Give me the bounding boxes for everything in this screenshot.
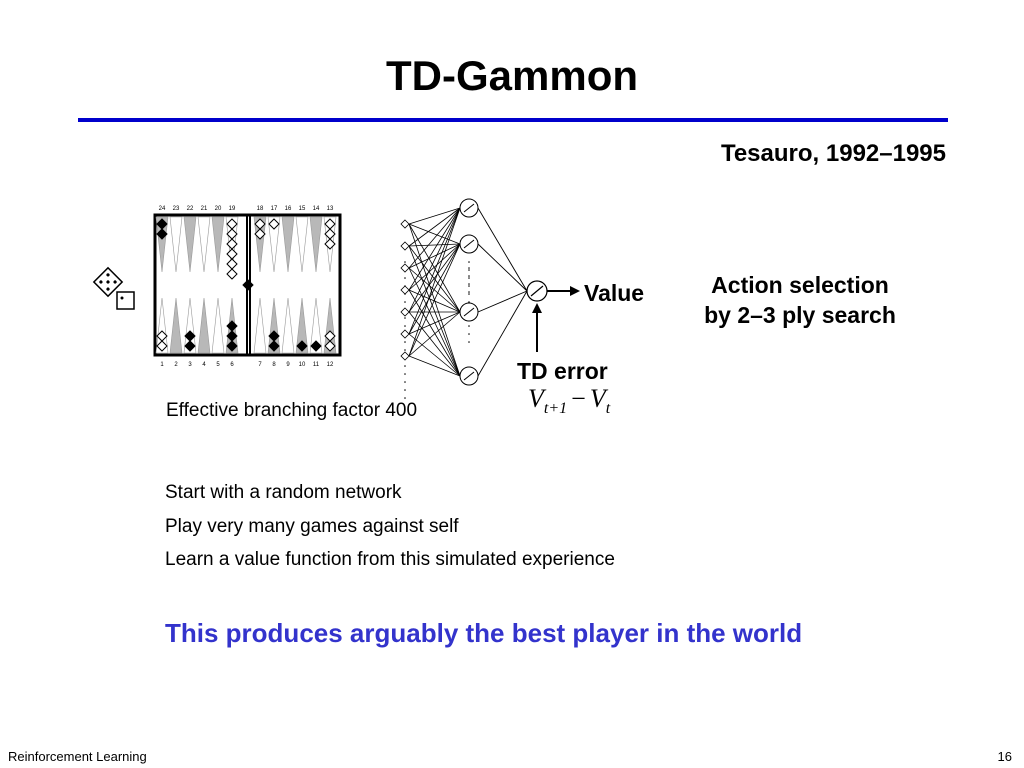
checker: [156, 228, 168, 240]
bullet-item: Start with a random network: [165, 482, 402, 503]
board-point-label: 19: [229, 206, 236, 212]
board-point-label: 2: [174, 362, 178, 368]
input-node: [400, 219, 410, 229]
board-point-label: 15: [299, 206, 306, 212]
value-label: Value: [584, 280, 645, 306]
checker: [310, 340, 322, 352]
checker: [184, 340, 196, 352]
citation: Tesauro, 1992–1995: [720, 140, 946, 167]
td-error-label: TD error: [517, 358, 608, 384]
board-point-label: 13: [327, 206, 334, 212]
board-point-label: 6: [230, 362, 234, 368]
board-point-label: 9: [286, 362, 290, 368]
board-point-label: 1: [160, 362, 164, 368]
board-point-label: 3: [188, 362, 192, 368]
checker: [156, 330, 168, 342]
checker: [268, 340, 280, 352]
checker: [226, 268, 238, 280]
board-point-label: 17: [271, 206, 278, 212]
checker: [226, 340, 238, 352]
board-point-label: 22: [187, 206, 194, 212]
hidden-node: [459, 234, 479, 254]
checker: [268, 218, 280, 230]
board-point-label: 4: [202, 362, 206, 368]
page-number: 16: [997, 749, 1012, 764]
action-selection-note: Action selection by 2–3 ply search: [704, 272, 896, 328]
checker: [268, 330, 280, 342]
checker: [324, 330, 336, 342]
board-point-label: 23: [173, 206, 180, 212]
board-point-label: 7: [258, 362, 262, 368]
slide-title: TD-Gammon: [386, 52, 638, 99]
branching-factor-caption: Effective branching factor 400: [166, 400, 418, 421]
checker: [184, 330, 196, 342]
board-point-label: 10: [299, 362, 306, 368]
board-point-label: 12: [327, 362, 334, 368]
checker: [296, 340, 308, 352]
output-node: [526, 280, 548, 302]
bullet-item: Play very many games against self: [165, 516, 459, 537]
dice-icon: [92, 266, 135, 310]
board-point-label: 21: [201, 206, 208, 212]
input-node: [400, 351, 410, 361]
neural-network: [400, 198, 580, 399]
checker: [254, 228, 266, 240]
checker: [324, 340, 336, 352]
input-node: [400, 307, 410, 317]
checker: [226, 320, 238, 332]
board-point-label: 11: [313, 362, 320, 368]
board-point-label: 14: [313, 206, 320, 212]
checker: [324, 238, 336, 250]
checker: [242, 279, 254, 291]
title-underline: [78, 118, 948, 122]
input-node: [400, 285, 410, 295]
input-node: [400, 263, 410, 273]
hidden-node: [459, 302, 479, 322]
footer-course-title: Reinforcement Learning: [8, 749, 147, 764]
checker: [226, 330, 238, 342]
board-point-label: 5: [216, 362, 220, 368]
board-point-label: 16: [285, 206, 292, 212]
board-point-label: 18: [257, 206, 264, 212]
input-node: [400, 329, 410, 339]
board-point-label: 8: [272, 362, 276, 368]
board-point-label: 24: [159, 206, 166, 212]
input-node: [400, 241, 410, 251]
bullet-item: Learn a value function from this simulat…: [165, 549, 615, 570]
hidden-node: [459, 366, 479, 386]
td-error-formula: Vt+1−Vt: [528, 384, 611, 418]
conclusion-text: This produces arguably the best player i…: [165, 618, 803, 648]
checker: [156, 340, 168, 352]
board-point-label: 20: [215, 206, 222, 212]
hidden-node: [459, 198, 479, 218]
